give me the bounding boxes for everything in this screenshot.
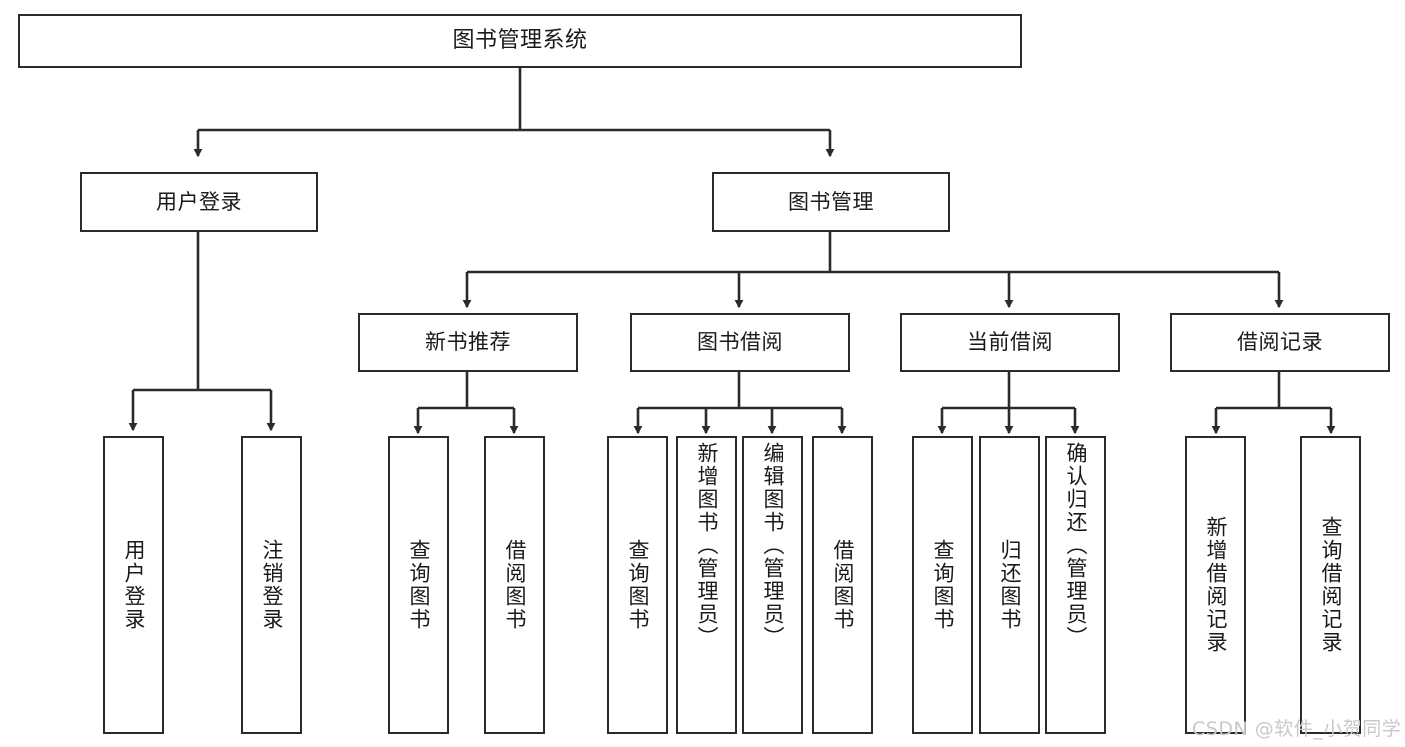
watermark-text: CSDN @软件_小贺同学 bbox=[1192, 718, 1402, 740]
leaf-user-login-signin-label: 用户登录 bbox=[122, 539, 146, 631]
leaf-newbook-borrow-book[interactable]: 借阅图书 bbox=[484, 436, 545, 734]
node-user-login[interactable]: 用户登录 bbox=[80, 172, 318, 232]
node-new-book-recommend[interactable]: 新书推荐 bbox=[358, 313, 578, 372]
leaf-newbook-query-book[interactable]: 查询图书 bbox=[388, 436, 449, 734]
node-current-borrow[interactable]: 当前借阅 bbox=[900, 313, 1120, 372]
node-borrow-records[interactable]: 借阅记录 bbox=[1170, 313, 1390, 372]
node-book-borrow[interactable]: 图书借阅 bbox=[630, 313, 850, 372]
leaf-borrow-add-book-admin-label: 新增图书（管理员） bbox=[695, 442, 719, 649]
leaf-records-add-record-label: 新增借阅记录 bbox=[1204, 516, 1228, 654]
leaf-current-return-book-label: 归还图书 bbox=[998, 539, 1022, 631]
node-borrow-records-label: 借阅记录 bbox=[1237, 330, 1323, 355]
leaf-current-confirm-return-admin-label: 确认归还（管理员） bbox=[1064, 442, 1088, 649]
leaf-current-query-book[interactable]: 查询图书 bbox=[912, 436, 973, 734]
node-current-borrow-label: 当前借阅 bbox=[967, 330, 1053, 355]
leaf-user-login-signin[interactable]: 用户登录 bbox=[103, 436, 164, 734]
leaf-borrow-query-book[interactable]: 查询图书 bbox=[607, 436, 668, 734]
leaf-newbook-borrow-book-label: 借阅图书 bbox=[503, 539, 527, 631]
node-book-borrow-label: 图书借阅 bbox=[697, 330, 783, 355]
node-root-library-system[interactable]: 图书管理系统 bbox=[18, 14, 1022, 68]
leaf-user-login-signout[interactable]: 注销登录 bbox=[241, 436, 302, 734]
node-user-login-label: 用户登录 bbox=[156, 189, 242, 214]
leaf-borrow-borrow-book-label: 借阅图书 bbox=[831, 539, 855, 631]
leaf-borrow-edit-book-admin-label: 编辑图书（管理员） bbox=[761, 442, 785, 649]
leaf-borrow-borrow-book[interactable]: 借阅图书 bbox=[812, 436, 873, 734]
leaf-user-login-signout-label: 注销登录 bbox=[260, 539, 284, 631]
leaf-borrow-edit-book-admin[interactable]: 编辑图书（管理员） bbox=[742, 436, 803, 734]
leaf-borrow-add-book-admin[interactable]: 新增图书（管理员） bbox=[676, 436, 737, 734]
leaf-current-return-book[interactable]: 归还图书 bbox=[979, 436, 1040, 734]
leaf-borrow-query-book-label: 查询图书 bbox=[626, 539, 650, 631]
node-root-label: 图书管理系统 bbox=[452, 28, 588, 54]
node-book-management[interactable]: 图书管理 bbox=[712, 172, 950, 232]
leaf-records-query-record[interactable]: 查询借阅记录 bbox=[1300, 436, 1361, 734]
leaf-newbook-query-book-label: 查询图书 bbox=[407, 539, 431, 631]
node-book-management-label: 图书管理 bbox=[788, 189, 874, 214]
leaf-current-query-book-label: 查询图书 bbox=[931, 539, 955, 631]
leaf-records-add-record[interactable]: 新增借阅记录 bbox=[1185, 436, 1246, 734]
leaf-current-confirm-return-admin[interactable]: 确认归还（管理员） bbox=[1045, 436, 1106, 734]
node-new-book-recommend-label: 新书推荐 bbox=[425, 330, 511, 355]
leaf-records-query-record-label: 查询借阅记录 bbox=[1319, 516, 1343, 654]
